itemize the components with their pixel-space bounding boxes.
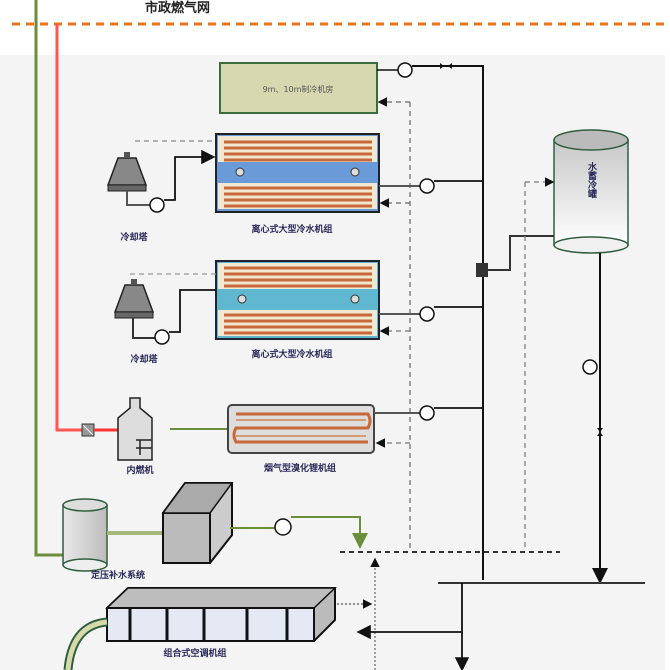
three-way-valve-icon [476, 263, 488, 277]
libr-absorption-unit[interactable] [227, 404, 375, 454]
centrifugal-chiller-2[interactable] [215, 260, 380, 340]
chiller-room-label: 9m、10m制冷机房 [263, 84, 334, 94]
pump-icon [397, 62, 413, 78]
pump-icon [582, 359, 598, 375]
valve-icon [440, 63, 452, 69]
cooling-tower-2-label: 冷却塔 [130, 353, 158, 365]
combined-air-handling-unit[interactable] [105, 587, 337, 642]
pressure-system-label: 定压补水系统 [90, 569, 145, 581]
pressure-makeup-tank[interactable] [62, 498, 108, 572]
libr-unit-label: 烟气型溴化锂机组 [264, 462, 336, 474]
pump-icon [154, 329, 170, 345]
pump-icon [419, 405, 435, 421]
cold-water-storage-tank[interactable] [553, 129, 629, 254]
pump-icon [274, 518, 292, 536]
supply-header-pipe [412, 65, 484, 580]
valve-icon [597, 428, 603, 436]
green-supply-pipe [34, 0, 75, 557]
cooling-tower-1-label: 冷却塔 [120, 231, 148, 243]
centrifugal-chiller-1[interactable] [215, 133, 380, 213]
chiller-room-box[interactable] [219, 62, 378, 114]
chiller-1-label: 离心式大型冷水机组 [251, 223, 332, 235]
pump-icon [419, 178, 435, 194]
water-treatment-box[interactable] [161, 482, 234, 564]
cooling-tower-2[interactable] [113, 279, 155, 319]
storage-tank-label: 水蓄冷罐 [586, 161, 598, 199]
ahu-label: 组合式空调机组 [163, 647, 226, 659]
pump-icon [419, 306, 435, 322]
cooling-tower-1[interactable] [106, 152, 148, 192]
internal-combustion-engine[interactable] [117, 397, 153, 461]
gas-network-title: 市政燃气网 [145, 0, 210, 16]
chiller-2-label: 离心式大型冷水机组 [251, 348, 332, 360]
pump-icon [149, 197, 165, 213]
gas-supply-pipe [55, 24, 82, 432]
engine-label: 内燃机 [126, 464, 153, 476]
